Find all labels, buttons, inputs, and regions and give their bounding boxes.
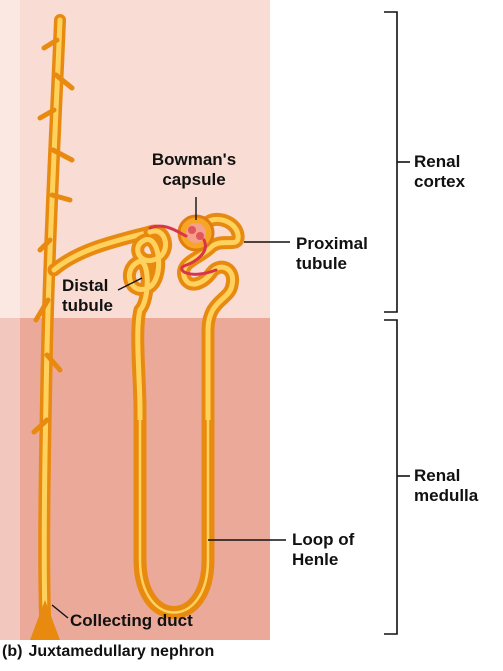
label-renal-medulla: Renal medulla [414,466,494,506]
label-bowmans-capsule: Bowman's capsule [124,150,264,190]
region-brackets [384,12,410,634]
label-collecting-duct: Collecting duct [70,611,240,631]
label-proximal-tubule: Proximal tubule [296,234,386,274]
label-loop-of-henle: Loop of Henle [292,530,372,570]
caption-tag: (b) [2,643,22,660]
label-distal-tubule: Distal tubule [62,276,132,316]
label-renal-cortex: Renal cortex [414,152,484,192]
bowmans-capsule [179,216,213,250]
caption-title: Juxtamedullary nephron [28,643,214,660]
figure-caption: (b) Juxtamedullary nephron [2,643,214,661]
